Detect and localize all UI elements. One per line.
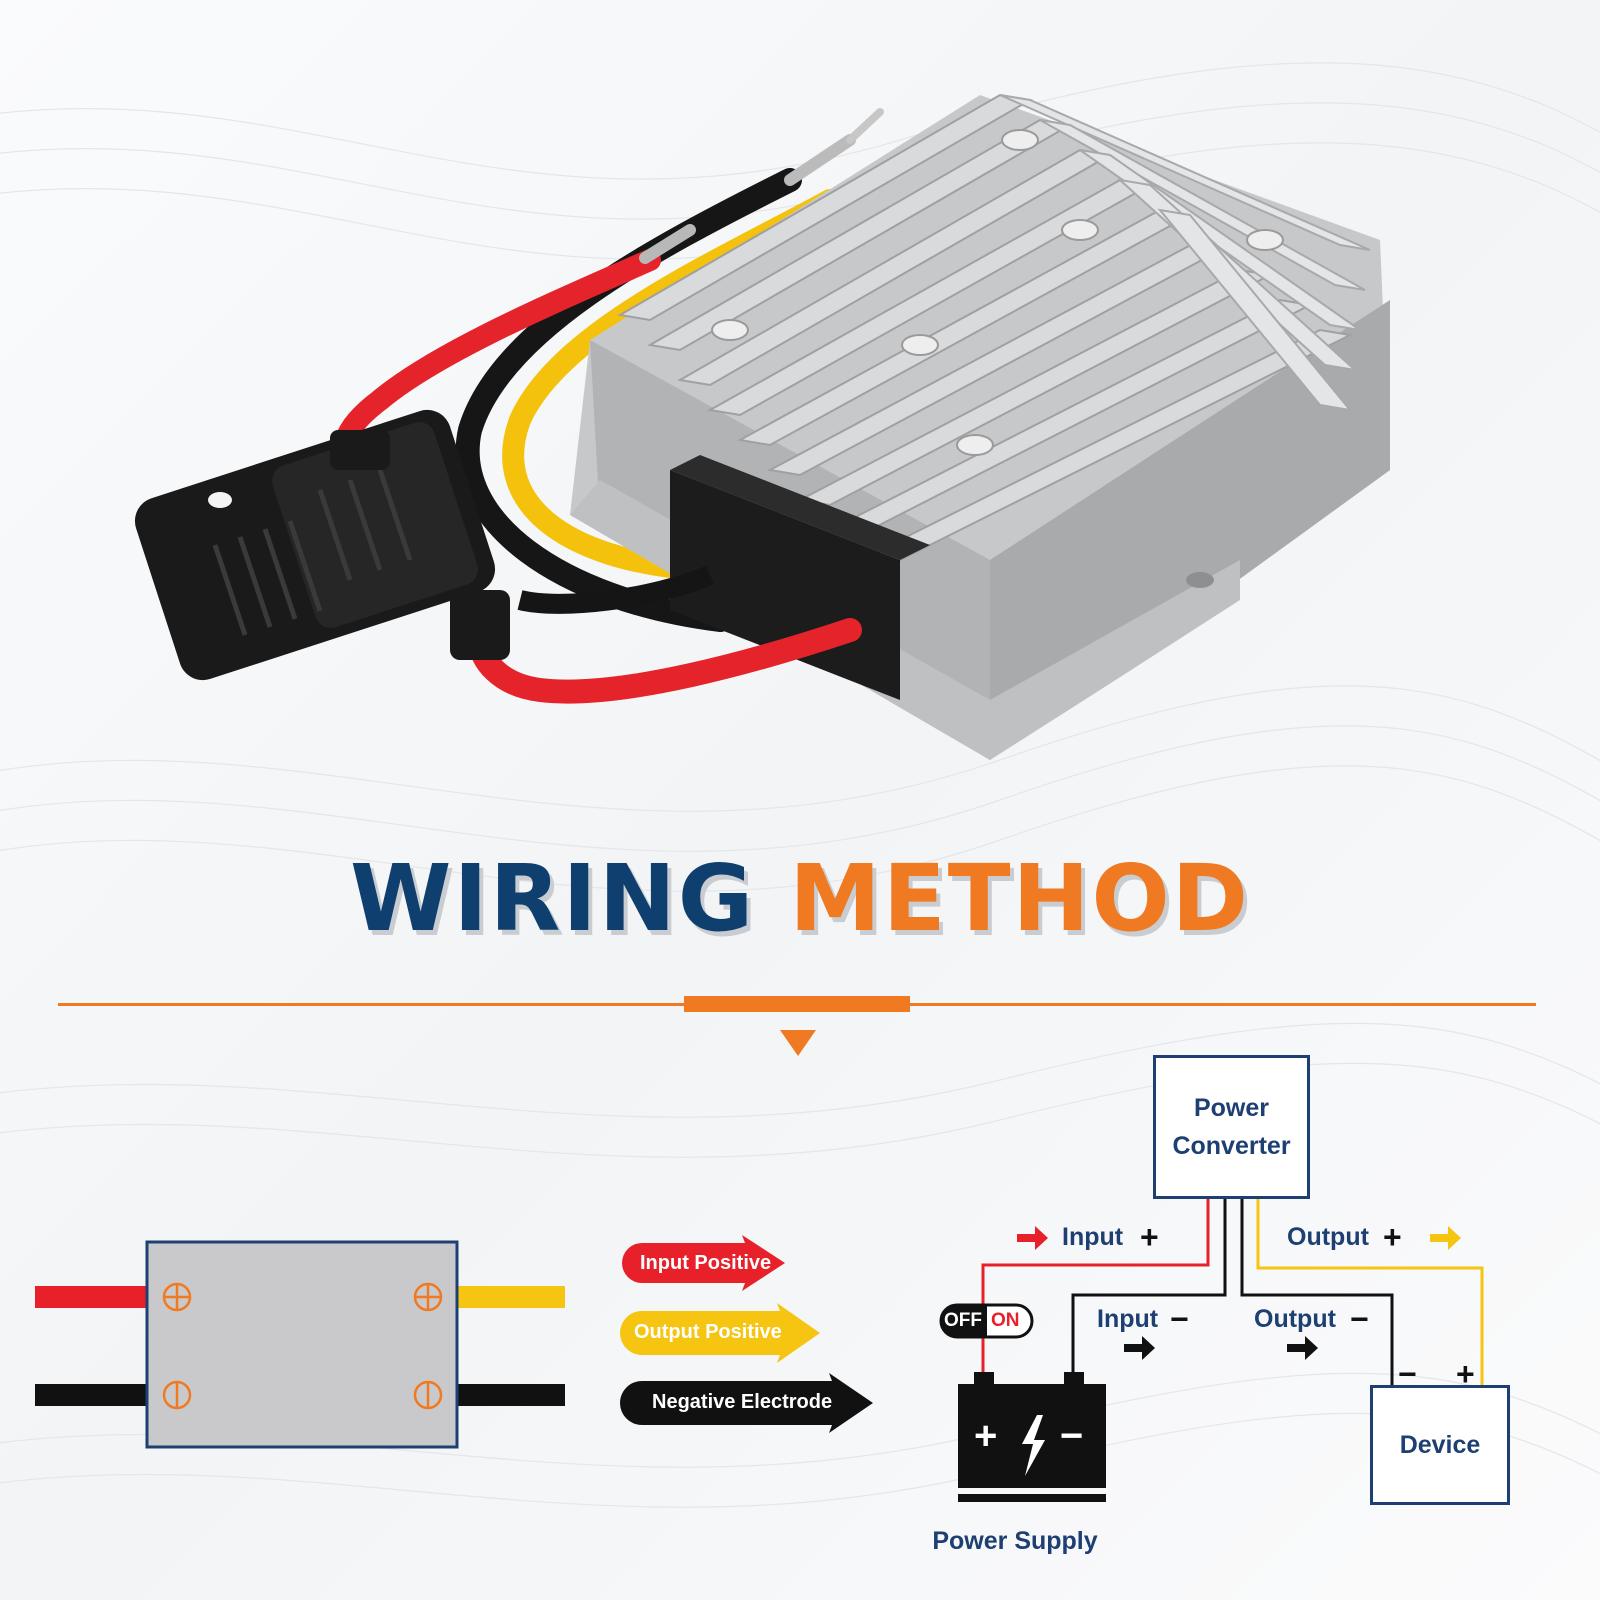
battery-icon bbox=[958, 1372, 1106, 1502]
wire-output-positive bbox=[455, 1286, 565, 1308]
terminal-minus-icon bbox=[162, 1380, 192, 1410]
wire-input-negative-line bbox=[1071, 1195, 1227, 1378]
output-negative-arrow-icon bbox=[1287, 1336, 1318, 1360]
legend-output-positive: Output Positive bbox=[620, 1303, 825, 1365]
wire-input-negative bbox=[35, 1384, 150, 1406]
converter-label-line2: Converter bbox=[1172, 1132, 1291, 1160]
black-arrow-icon bbox=[620, 1373, 873, 1433]
power-supply-label: Power Supply bbox=[932, 1527, 1098, 1555]
input-negative-arrow-icon bbox=[1124, 1336, 1155, 1360]
battery-plus-sign: + bbox=[974, 1414, 998, 1458]
wire-output-negative-line bbox=[1240, 1195, 1394, 1387]
terminal-minus-icon bbox=[413, 1380, 443, 1410]
switch-off-label: OFF bbox=[944, 1310, 982, 1331]
output-direction-arrow-icon bbox=[1430, 1226, 1461, 1250]
red-arrow-icon bbox=[622, 1235, 785, 1291]
input-negative-label: Input bbox=[1097, 1305, 1159, 1333]
output-positive-sign: + bbox=[1383, 1219, 1402, 1255]
device-box: Device bbox=[1370, 1385, 1510, 1505]
divider-accent-block bbox=[684, 996, 910, 1012]
wire-output-negative bbox=[455, 1384, 565, 1406]
page-title: WIRING METHOD bbox=[0, 845, 1600, 952]
converter-label-line1: Power bbox=[1193, 1094, 1270, 1122]
legend-negative-electrode: Negative Electrode bbox=[620, 1373, 878, 1435]
wire-output-positive-line bbox=[1256, 1195, 1484, 1387]
lightning-icon bbox=[1022, 1415, 1045, 1476]
module-body bbox=[145, 1240, 459, 1449]
wire-input-positive bbox=[35, 1286, 150, 1308]
device-label: Device bbox=[1399, 1431, 1481, 1459]
power-converter-box: Power Converter bbox=[1153, 1055, 1310, 1199]
output-negative-label: Output bbox=[1254, 1305, 1336, 1333]
module-diagram bbox=[35, 1240, 565, 1449]
terminal-plus-icon bbox=[413, 1282, 443, 1312]
yellow-arrow-icon bbox=[620, 1303, 820, 1363]
product-image bbox=[134, 93, 1390, 760]
input-positive-label: Input bbox=[1062, 1223, 1124, 1251]
device-plus-sign: + bbox=[1456, 1356, 1475, 1392]
input-direction-arrow-icon bbox=[1017, 1226, 1048, 1250]
legend-input-positive: Input Positive bbox=[620, 1235, 790, 1295]
divider-arrow-icon bbox=[780, 1030, 816, 1056]
wire-red-front bbox=[468, 618, 862, 704]
title-word-method: METHOD bbox=[789, 845, 1251, 952]
input-negative-sign: − bbox=[1170, 1301, 1189, 1337]
fuse-holder bbox=[134, 409, 510, 681]
terminal-plus-icon bbox=[162, 1282, 192, 1312]
switch-on-label: ON bbox=[991, 1310, 1020, 1331]
output-positive-label: Output bbox=[1287, 1223, 1369, 1251]
battery-minus-sign: − bbox=[1060, 1414, 1084, 1458]
power-switch-icon bbox=[939, 1303, 1034, 1339]
title-word-wiring: WIRING bbox=[349, 845, 756, 952]
device-minus-sign: − bbox=[1398, 1356, 1417, 1392]
input-positive-sign: + bbox=[1140, 1219, 1159, 1255]
output-negative-sign: − bbox=[1350, 1301, 1369, 1337]
